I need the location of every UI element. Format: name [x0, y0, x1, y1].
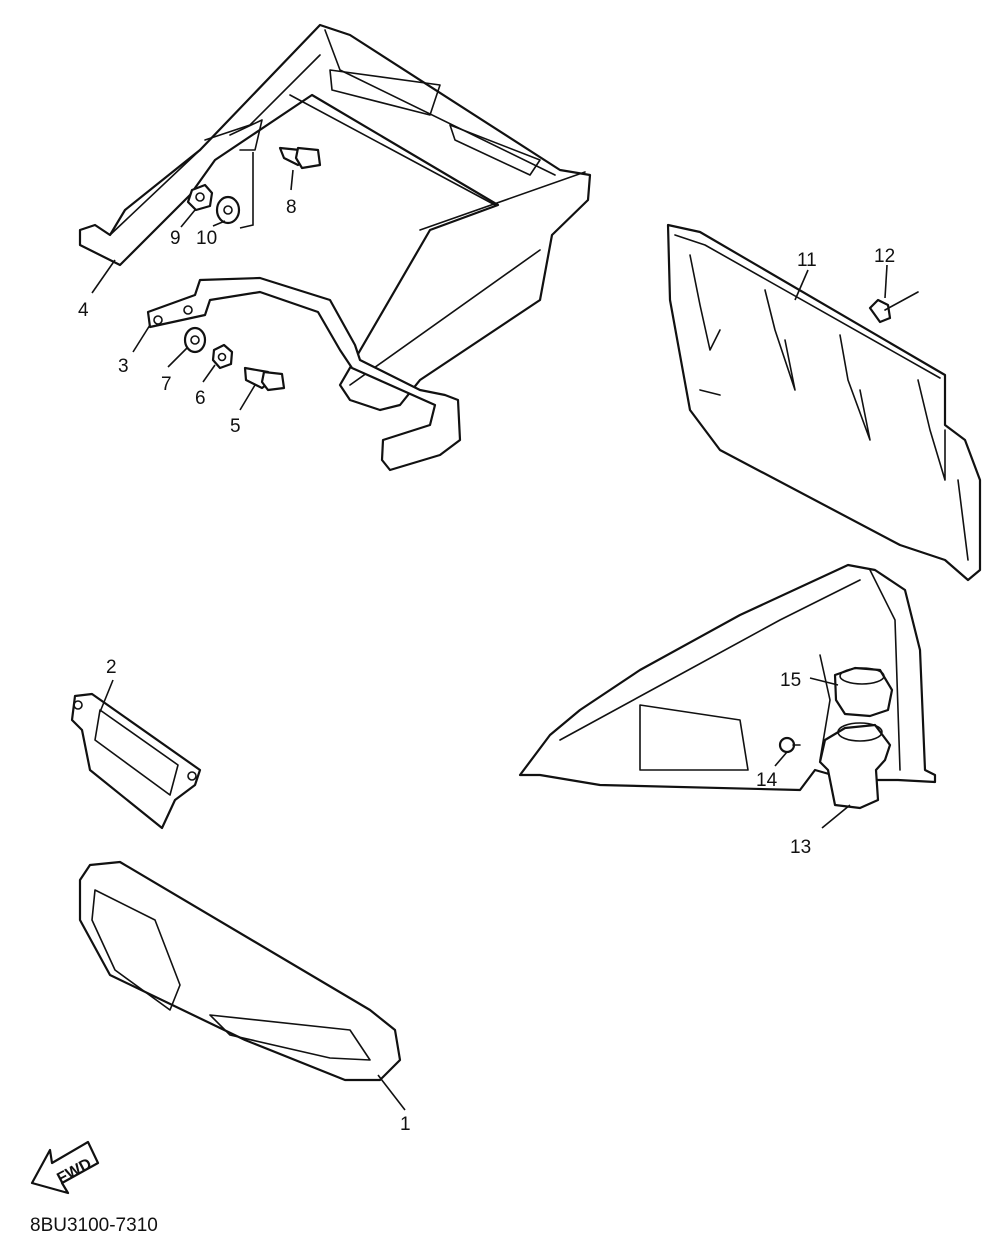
callout-11: 11 [797, 250, 817, 271]
part-1-front-cover [78, 860, 402, 1082]
callout-12: 12 [874, 246, 895, 267]
part-15-grommet [833, 666, 894, 718]
part-2-grille-panel [70, 692, 202, 830]
callout-5: 5 [230, 416, 241, 437]
callout-13: 13 [790, 837, 811, 858]
callout-6: 6 [195, 388, 206, 409]
callout-2: 2 [106, 657, 117, 678]
callout-3: 3 [118, 356, 129, 377]
part-4-rear-frame [78, 23, 592, 412]
callout-4: 4 [78, 300, 89, 321]
callout-8: 8 [286, 197, 297, 218]
part-5-bolt [243, 366, 286, 392]
fwd-arrow: FWD [30, 1140, 100, 1195]
part-11-under-cover [666, 223, 982, 582]
part-10-washer [215, 195, 241, 225]
callouts: 1 2 3 4 5 6 7 8 9 10 11 12 13 14 15 [78, 197, 895, 1135]
callout-14: 14 [756, 770, 778, 791]
leader-lines [91, 169, 888, 1111]
callout-15: 15 [780, 670, 801, 691]
callout-10: 10 [196, 228, 217, 249]
part-7-washer [183, 326, 207, 354]
callout-1: 1 [400, 1114, 411, 1135]
part-9-nut [186, 183, 214, 212]
callout-9: 9 [170, 228, 181, 249]
part-12-rivet [868, 291, 919, 324]
part-3-stay-rod [146, 276, 462, 472]
side-cover [518, 563, 937, 792]
part-8-bolt [278, 146, 322, 170]
part-13-damper [818, 722, 892, 810]
callout-7: 7 [161, 374, 172, 395]
part-6-nut [211, 343, 234, 370]
diagram-code: 8BU3100-7310 [30, 1215, 158, 1236]
